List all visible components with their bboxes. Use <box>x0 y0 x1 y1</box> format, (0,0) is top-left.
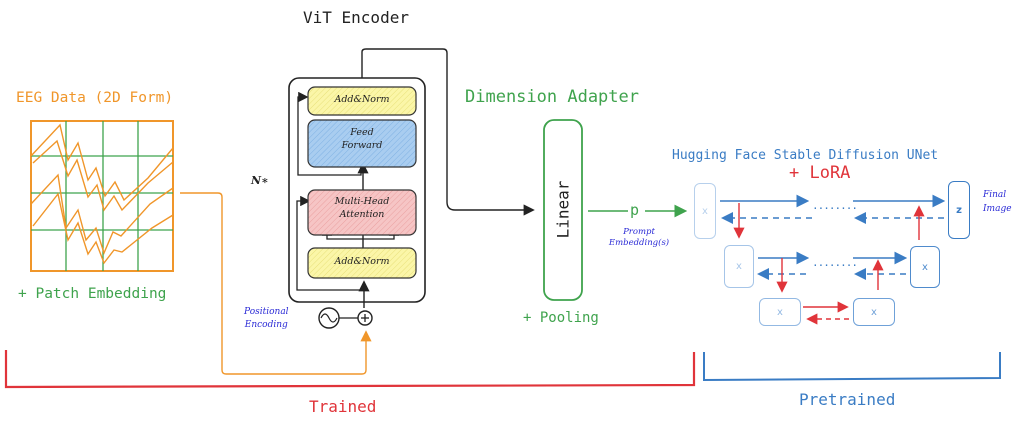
residual-arrow-mha <box>296 195 364 291</box>
skip-dots-lower: ........ <box>812 256 858 269</box>
add-norm-bottom-block <box>307 247 417 279</box>
pretrained-label: Pretrained <box>799 390 896 409</box>
multi-head-attention-label: Multi-Head Attention <box>334 196 390 221</box>
eeg-title: EEG Data (2D Form) <box>16 90 174 106</box>
pretrained-bracket <box>703 352 1001 382</box>
pooling-caption: + Pooling <box>523 310 599 326</box>
unet-node-2: x <box>724 245 754 288</box>
repeat-n-label: N∗ <box>251 174 269 187</box>
vit-encoder-title: ViT Encoder <box>303 8 409 27</box>
eeg-to-encoder-arrow <box>180 192 372 375</box>
encoder-to-linear-arrow <box>361 48 535 216</box>
unet-arrows <box>720 194 946 325</box>
vit-encoder-frame <box>288 77 426 303</box>
add-norm-top-block <box>307 86 417 116</box>
p-label: p <box>630 201 640 219</box>
feed-forward-block <box>307 119 417 168</box>
prompt-embedding-label: Prompt Embedding(s) <box>608 227 670 249</box>
unet-title: Hugging Face Stable Diffusion UNet <box>672 148 939 163</box>
unet-output-node: z <box>948 181 970 239</box>
unet-node-1: x <box>694 183 716 239</box>
eeg-grid <box>30 120 174 272</box>
trained-label: Trained <box>309 397 377 416</box>
unet-node-5: x <box>910 246 940 288</box>
linear-block <box>543 119 583 301</box>
feed-forward-label: Feed Forward <box>341 127 383 152</box>
dimension-adapter-title: Dimension Adapter <box>465 87 639 107</box>
lora-label: + LoRA <box>789 163 851 183</box>
multi-head-attention-block <box>307 189 417 236</box>
eeg-waveforms <box>30 123 174 265</box>
unet-node-4: x <box>853 298 895 326</box>
add-norm-bottom-label: Add&Norm <box>334 256 390 267</box>
skip-dots-upper: ........ <box>812 199 858 212</box>
trained-bracket <box>4 350 696 389</box>
add-norm-top-label: Add&Norm <box>334 94 390 105</box>
unet-node-3: x <box>759 298 801 326</box>
final-image-label: Final Image <box>983 190 1012 214</box>
linear-label: Linear <box>553 180 573 239</box>
positional-encoding-label: Positional Encoding <box>244 307 289 330</box>
patch-embedding-caption: + Patch Embedding <box>18 286 167 302</box>
